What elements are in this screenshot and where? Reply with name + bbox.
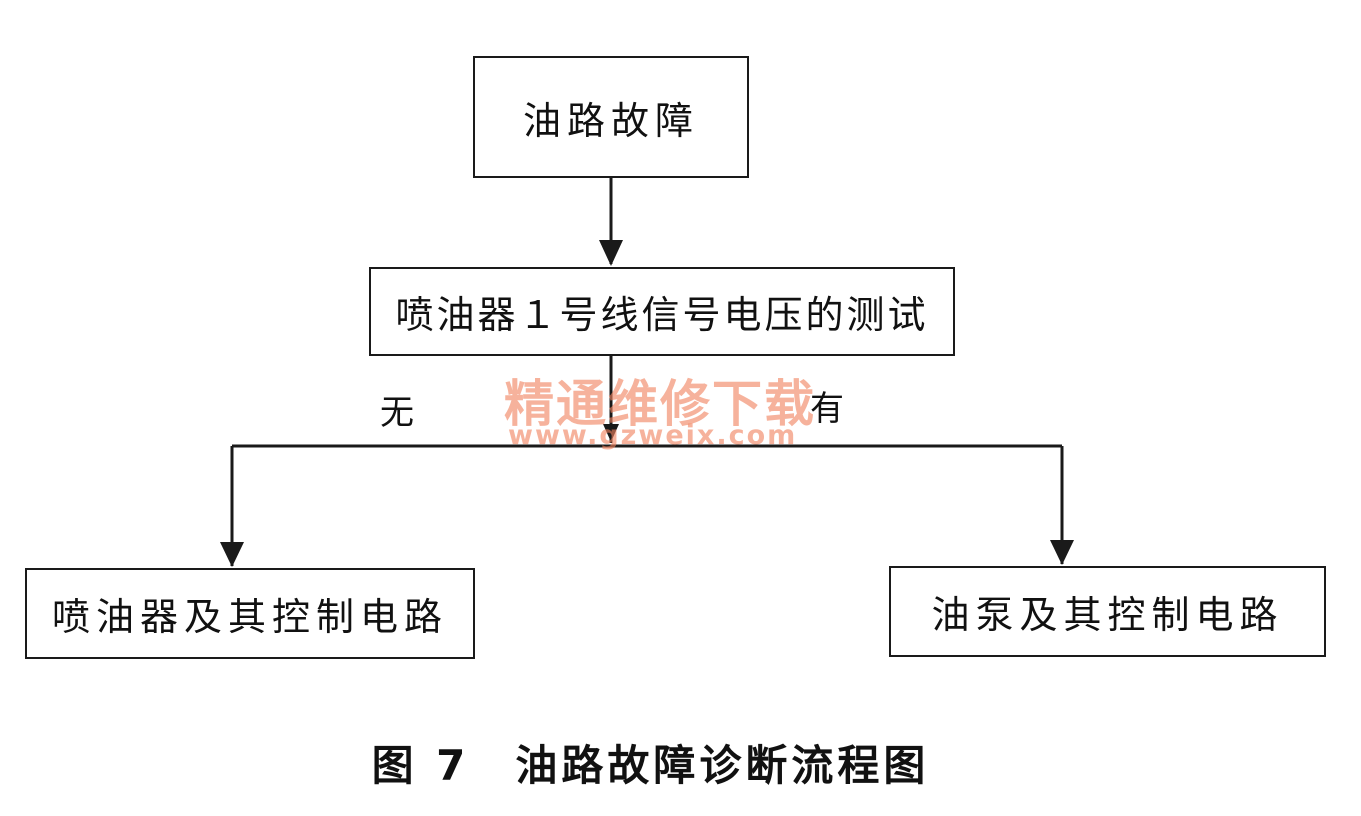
node-fuel-line-fault-label: 油路故障 (522, 98, 699, 143)
branch-label-no: 无 (380, 393, 414, 433)
arrowhead-left (220, 542, 244, 567)
node-injector-signal-test-label: 喷油器１号线信号电压的测试 (395, 293, 929, 337)
node-fuel-line-fault: 油路故障 (473, 56, 749, 178)
node-fuel-pump-control-circuit: 油泵及其控制电路 (889, 566, 1326, 657)
node-injector-control-circuit: 喷油器及其控制电路 (25, 568, 475, 659)
node-injector-signal-test: 喷油器１号线信号电压的测试 (369, 267, 955, 356)
arrowhead-split (603, 424, 619, 442)
arrowhead-test (599, 240, 623, 266)
watermark-text: 精通维修下载 (504, 375, 816, 433)
node-injector-control-circuit-label: 喷油器及其控制电路 (51, 595, 448, 639)
watermark-url: www.gzweix.com (508, 420, 798, 451)
node-fuel-pump-control-circuit-label: 油泵及其控制电路 (931, 593, 1284, 637)
branch-label-yes: 有 (810, 389, 844, 429)
arrowhead-right (1050, 540, 1074, 565)
figure-caption: 图 7 油路故障诊断流程图 (371, 741, 930, 790)
